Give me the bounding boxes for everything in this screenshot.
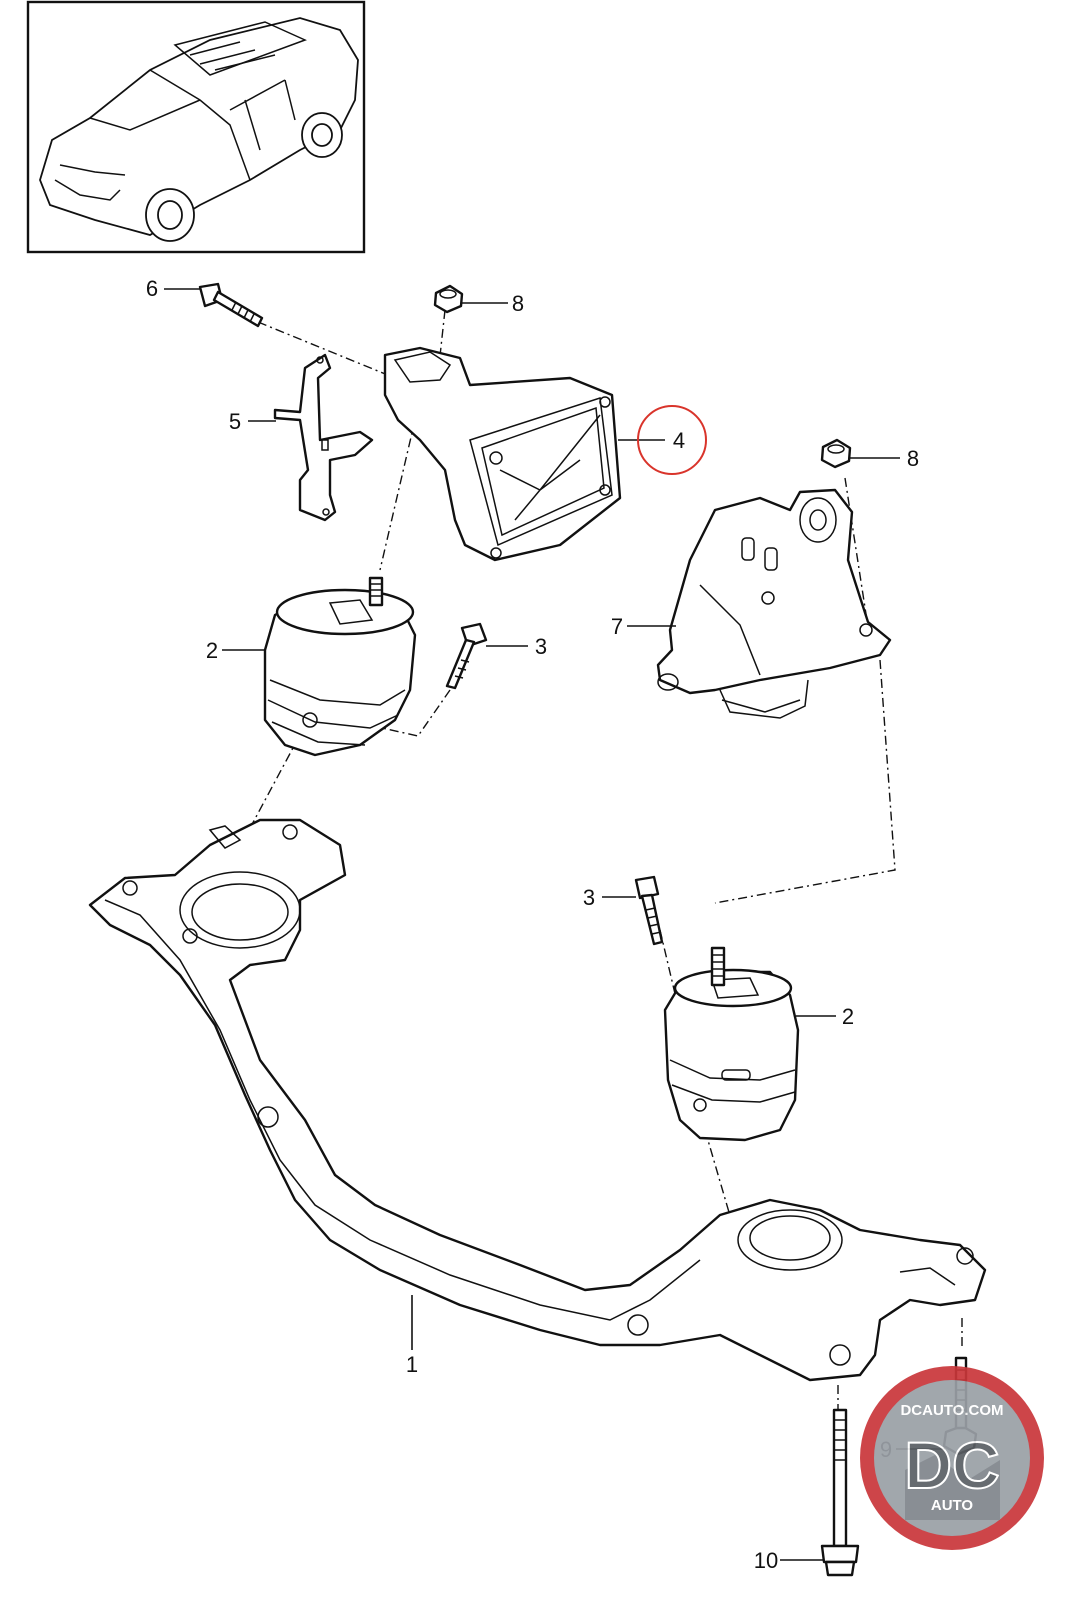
engine-mount-icon	[663, 946, 800, 1142]
callout-8: 8	[512, 291, 524, 316]
dcauto-watermark-logo: DCAUTO.COM DC AUTO	[860, 1366, 1044, 1550]
watermark-mark: DC	[904, 1428, 999, 1502]
callout-labels: 6 8 5 4 8 2 3 7 3 2 1 9 10	[146, 276, 919, 1573]
callout-10: 10	[754, 1548, 778, 1573]
callout-5: 5	[229, 409, 241, 434]
subframe-icon	[88, 818, 987, 1382]
bracket-icon	[656, 488, 892, 719]
callout-7: 7	[611, 614, 623, 639]
nut-icon	[433, 284, 464, 314]
callout-4: 4	[673, 428, 685, 453]
callout-3: 3	[583, 885, 595, 910]
vehicle-thumbnail	[26, 0, 366, 254]
bolt-icon	[445, 622, 488, 690]
callout-6: 6	[146, 276, 158, 301]
bracket-icon	[383, 346, 622, 562]
bolt-icon	[198, 282, 264, 328]
highlight-circle	[637, 405, 707, 475]
callout-3: 3	[535, 634, 547, 659]
bracket-icon	[273, 353, 374, 522]
watermark-sub: AUTO	[931, 1497, 974, 1514]
vehicle-thumbnail-icon	[39, 17, 359, 242]
callout-2: 2	[206, 638, 218, 663]
callout-1: 1	[406, 1352, 418, 1377]
bolt-icon	[820, 1408, 860, 1577]
bolt-icon	[634, 875, 664, 946]
leader-lines	[164, 288, 945, 1561]
watermark-site: DCAUTO.COM	[900, 1402, 1003, 1419]
engine-mount-icon	[263, 576, 417, 757]
callout-8: 8	[907, 446, 919, 471]
nut-icon	[820, 438, 852, 469]
callout-2: 2	[842, 1004, 854, 1029]
